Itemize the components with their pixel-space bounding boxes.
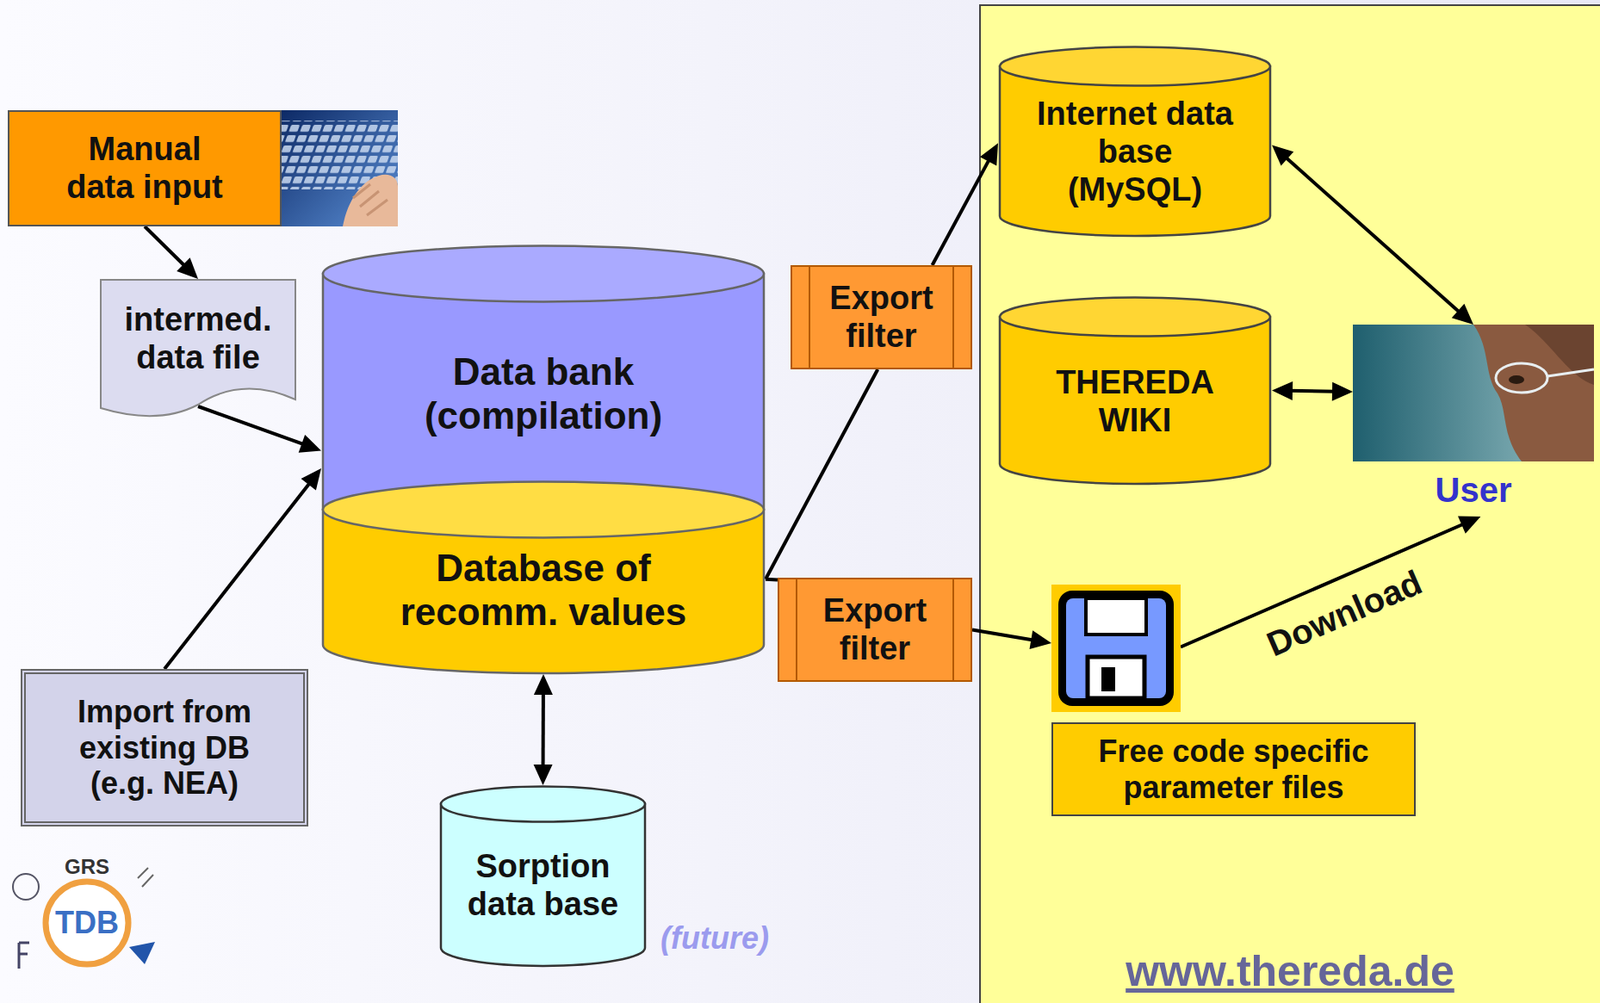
text-area: THEREDA WIKI — [1006, 337, 1264, 466]
connector — [533, 674, 553, 786]
arrow-head — [1332, 382, 1353, 402]
export-filter: Export filter — [777, 577, 973, 683]
node-text: Database of recomm. values — [362, 546, 725, 634]
text-area: Data bank (compilation) — [338, 279, 749, 510]
floppy-disk-icon — [1051, 584, 1181, 713]
text-area: www.thereda.de — [979, 943, 1600, 1000]
node-text: THEREDA WIKI — [1035, 364, 1235, 440]
node-text: www.thereda.de — [1125, 947, 1455, 998]
text-area: Export filter — [811, 268, 952, 366]
node-text: intermed. data file — [105, 301, 292, 377]
connector-line — [972, 630, 1035, 641]
web-panel: www.thereda.de Internet data base (MySQL)… — [979, 5, 1600, 1003]
connector — [198, 406, 322, 453]
edge-label: Download — [1261, 563, 1428, 664]
connector — [972, 630, 1052, 650]
connector — [765, 578, 778, 581]
partner-logo — [12, 868, 156, 969]
arrow-head — [1271, 381, 1293, 401]
arrow-head — [176, 257, 199, 280]
node-text: Data bank (compilation) — [379, 350, 707, 438]
sorption-cylinder: Sorption data base — [439, 785, 647, 968]
node-text: User — [1435, 470, 1513, 510]
connector-line — [144, 226, 187, 267]
arrow-head — [301, 468, 322, 491]
node-text: Sorption data base — [446, 848, 640, 924]
node-text: Manual data input — [56, 130, 234, 206]
connector-line — [765, 369, 878, 580]
web-panel-ground — [979, 5, 1600, 1003]
node-text: Free code specific parameter files — [1063, 733, 1404, 806]
status-note: (future) — [660, 921, 769, 956]
connector-line — [765, 577, 778, 583]
node-text: Import from existing DB (e.g. NEA) — [48, 694, 281, 801]
logo-text: GRS — [64, 855, 110, 879]
arrow-head — [533, 674, 553, 695]
keyboard-picture — [281, 110, 398, 227]
arrow-head — [979, 142, 999, 166]
text-area: intermed. data file — [105, 284, 292, 395]
connector — [144, 226, 199, 280]
wiki-cylinder: THEREDA WIKI — [998, 296, 1272, 485]
arrow-head — [533, 764, 553, 786]
database-cylinder: Internet data base (MySQL) — [998, 45, 1272, 237]
connector — [1271, 144, 1474, 325]
text-area: Database of recomm. values — [338, 537, 749, 644]
text-area: Free code specific parameter files — [1051, 722, 1416, 817]
export-filter: Export filter — [790, 265, 973, 370]
connector-line — [932, 158, 991, 266]
text-area: Manual data input — [16, 118, 273, 218]
arrow-head — [1457, 515, 1481, 534]
connector — [765, 369, 878, 580]
connector-line — [541, 691, 546, 769]
document-shape: intermed. data file — [99, 279, 297, 419]
node-text: Internet data base (MySQL) — [1035, 95, 1235, 209]
text-area: Internet data base (MySQL) — [1006, 86, 1264, 218]
arrow-head — [1451, 303, 1474, 325]
connector — [932, 142, 999, 266]
connector-line — [1284, 156, 1461, 314]
node-text: Export filter — [811, 279, 952, 355]
user-figure: User — [1352, 324, 1594, 517]
connector-line — [198, 406, 305, 446]
recommended-values-cylinder: Database of recomm. values — [321, 480, 766, 675]
arrow-head — [1271, 144, 1294, 166]
arrow-head — [298, 434, 322, 453]
node-text: Export filter — [798, 592, 952, 668]
text-area: User — [1352, 462, 1594, 517]
connector-line — [1289, 389, 1336, 394]
import-box: Import from existing DB (e.g. NEA) — [20, 669, 309, 827]
logo-text: TDB — [55, 905, 119, 941]
text-area: Sorption data base — [444, 823, 642, 949]
connector-line — [164, 482, 311, 670]
connector — [1271, 381, 1353, 402]
arrow-head — [1029, 630, 1052, 650]
connector — [164, 468, 322, 670]
input-box: Manual data input — [7, 110, 282, 227]
text-area: Export filter — [798, 581, 952, 679]
text-area: Import from existing DB (e.g. NEA) — [31, 679, 298, 817]
